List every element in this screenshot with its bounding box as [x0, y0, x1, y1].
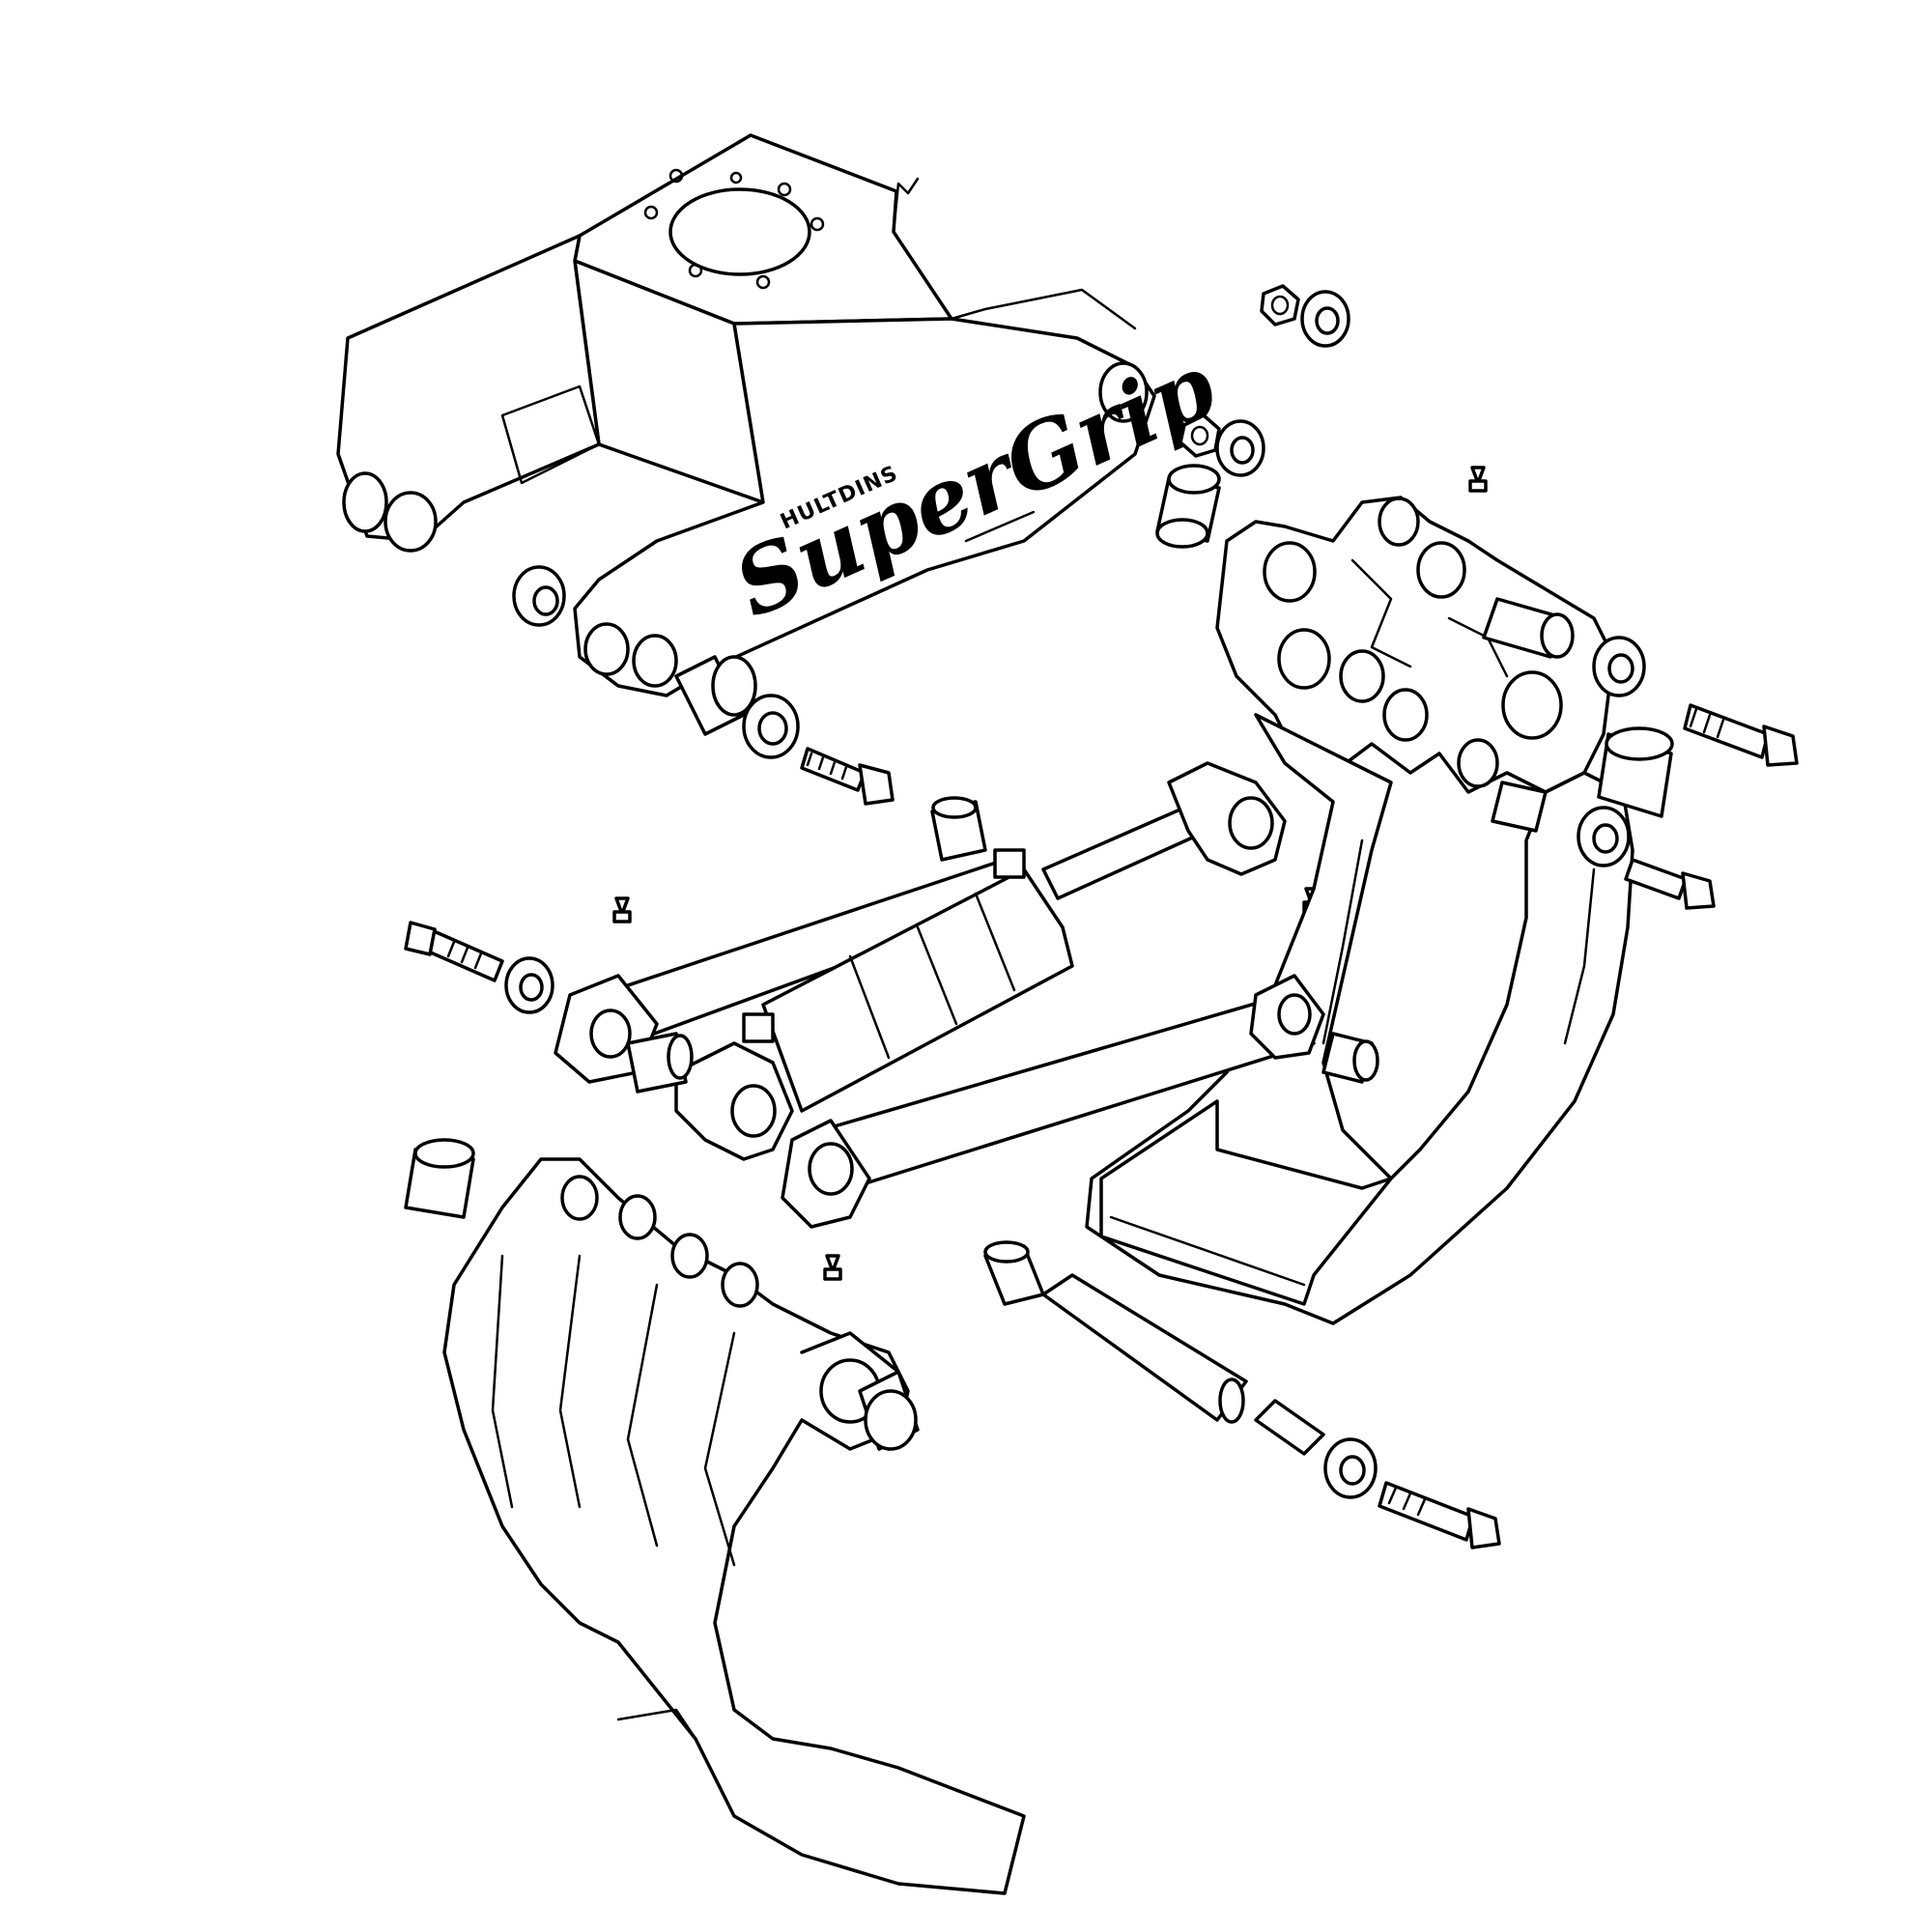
link-arm-lower: [781, 974, 1325, 1229]
washer: [1577, 806, 1631, 867]
bushing: [858, 1370, 920, 1451]
bushing: [1321, 1032, 1379, 1084]
bolt: [800, 747, 895, 806]
washer: [504, 956, 554, 1014]
grease-nipple: [1468, 466, 1488, 493]
rotator-bracket: HULTDINS SuperGrip: [336, 133, 1231, 697]
bushing: [983, 1240, 1045, 1306]
bolt: [1378, 1481, 1501, 1549]
bushing: [930, 796, 987, 862]
washer: [1323, 1437, 1378, 1499]
bushing: [626, 1032, 694, 1094]
bushing: [1155, 464, 1221, 549]
pin: [1041, 1273, 1248, 1424]
bushing: [1482, 597, 1575, 659]
bushing: [512, 565, 566, 627]
nut: [1179, 413, 1221, 458]
bushing: [404, 1138, 475, 1219]
bolt: [1624, 858, 1716, 910]
bolt: [404, 921, 504, 982]
grease-nipple: [823, 1254, 842, 1281]
washer: [1592, 636, 1646, 697]
grease-nipple: [612, 896, 632, 923]
washer: [742, 694, 800, 759]
link-arm-upper: [554, 858, 1026, 1084]
nut: [1260, 284, 1300, 327]
bolt: [1683, 703, 1799, 767]
bushing: [1491, 781, 1548, 833]
lower-grapple-jaw: [442, 1157, 1026, 1895]
bushing: [1597, 726, 1674, 818]
bushing: [674, 655, 757, 736]
pin: [1254, 1399, 1325, 1456]
upper-grapple-jaw: [1085, 496, 1634, 1325]
hydraulic-cylinder: [674, 761, 1287, 1161]
washer: [1215, 419, 1265, 477]
washer: [1300, 290, 1350, 348]
